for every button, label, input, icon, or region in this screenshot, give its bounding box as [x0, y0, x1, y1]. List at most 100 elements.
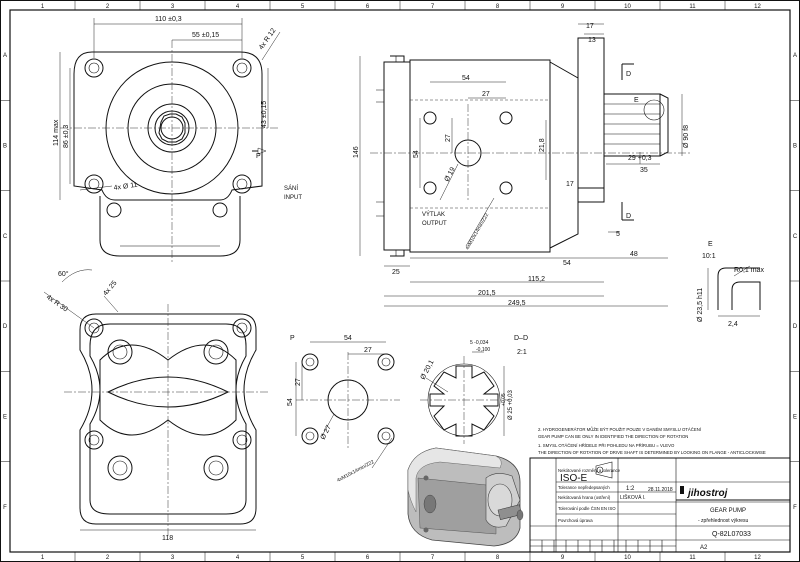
- note-1-en: THE DIRECTION OF ROTATION OF DRIVE SHAFT…: [538, 450, 766, 455]
- tb-title-en: GEAR PUMP: [710, 508, 746, 514]
- dim-29: 29 +0,3: [628, 155, 652, 162]
- border-row-label: D: [793, 324, 798, 330]
- detail-e-dia-23-5: Ø 23,5 h11: [697, 288, 704, 322]
- side-view: [359, 23, 690, 307]
- tb-title-cz: - zpřehlednost výkresu: [698, 518, 749, 524]
- tb-small-4: Tolerování podle ČSN EN ISO: [558, 506, 616, 511]
- border-col-label: 4: [236, 555, 240, 561]
- section-dd-key-5: 5 -0,034: [470, 340, 489, 346]
- border-col-label: 8: [496, 4, 500, 10]
- section-dd-scale: 2:1: [517, 349, 527, 356]
- border-row-label: F: [793, 505, 797, 511]
- border-col-label: 2: [106, 555, 110, 561]
- dim-height-86: 86 ±0,3: [63, 125, 70, 148]
- dim-port-54: 54: [462, 75, 470, 82]
- border-row-label: D: [3, 324, 8, 330]
- tb-small-1: Nekótované rozměry a tolerance: [558, 468, 621, 473]
- section-dd-dia-25: Ø 25 +0,03: [508, 389, 514, 420]
- detail-e-title: E: [708, 241, 713, 248]
- detail-e-2-4: 2,4: [728, 321, 738, 328]
- border-col-label: 12: [754, 555, 761, 561]
- label-outlet-en: OUTPUT: [422, 221, 447, 227]
- border-col-label: 7: [431, 555, 435, 561]
- section-dd-key-tol: -0,100: [476, 347, 490, 353]
- dim-holes-4x11: 4x Ø 11: [113, 182, 138, 192]
- tb-sheet-size: A2: [700, 545, 708, 551]
- tb-small-5: Povrchová úprava: [558, 518, 593, 523]
- border-col-label: 11: [689, 4, 696, 10]
- note-2-en: GEAR PUMP CAN BE ONLY IN IDENTIFIED THE …: [538, 434, 688, 439]
- label-inlet-en: INPUT: [284, 195, 302, 201]
- border-col-label: 8: [496, 555, 500, 561]
- section-mark-d-bottom: D: [626, 213, 631, 220]
- border-col-label: 9: [561, 4, 565, 10]
- dim-height-43: 43 ±0,15: [261, 101, 268, 128]
- dim-5: 5: [616, 231, 620, 238]
- dim-port-v-54: 54: [413, 150, 420, 158]
- label-p-front: P: [256, 153, 261, 160]
- section-mark-d-top: D: [626, 71, 631, 78]
- dim-port-v-27: 27: [445, 134, 452, 142]
- section-dd-dia-25-tol: +0,05: [501, 393, 507, 406]
- border-col-label: 12: [754, 4, 761, 10]
- border-col-label: 9: [561, 555, 565, 561]
- label-inlet-cz: SÁNÍ: [284, 185, 298, 192]
- border-row-label: C: [793, 234, 798, 240]
- border-col-label: 10: [624, 4, 631, 10]
- detail-e-scale: 10:1: [702, 253, 716, 260]
- front-view: [59, 18, 281, 262]
- tb-author: LIŠKOVÁ I.: [620, 494, 646, 501]
- section-d-d: [420, 351, 510, 444]
- dim-54-bottom: 54: [563, 260, 571, 267]
- border-col-label: 11: [689, 555, 696, 561]
- section-dd-title: D–D: [514, 335, 528, 342]
- border-col-label: 3: [171, 4, 175, 10]
- border-col-label: 6: [366, 555, 370, 561]
- border-col-label: 5: [301, 4, 305, 10]
- port-view-label-p: P: [290, 335, 295, 342]
- port-dim-v-54: 54: [287, 398, 294, 406]
- tb-scale: 1:2: [626, 486, 635, 492]
- detail-e-radius: R0,1 max: [734, 267, 764, 274]
- port-dim-v-27: 27: [295, 378, 302, 386]
- dim-height-146: 146: [353, 146, 360, 158]
- tb-iso: ISO-E: [560, 473, 588, 484]
- border-col-label: 7: [431, 4, 435, 10]
- port-view-p: [295, 341, 400, 469]
- tb-drawing-number: Q-82L07033: [712, 531, 751, 538]
- company-logo: jihostroj: [686, 488, 728, 499]
- tb-date: 28.11.2018: [648, 487, 673, 493]
- label-outlet-cz: VÝTLAK: [422, 211, 445, 218]
- border-col-label: 1: [41, 555, 45, 561]
- border-row-label: E: [793, 415, 797, 421]
- border-col-label: 1: [41, 4, 45, 10]
- border-row-label: B: [793, 144, 797, 150]
- border-col-label: 5: [301, 555, 305, 561]
- dim-angle-60: 60°: [58, 270, 69, 278]
- border-row-label: F: [3, 505, 7, 511]
- iso-3d-view: [407, 447, 524, 547]
- dim-115-2: 115,2: [528, 276, 545, 283]
- dim-25: 25: [392, 269, 400, 276]
- border-col-label: 10: [624, 555, 631, 561]
- dim-flange-17: 17: [586, 23, 594, 30]
- dim-flange-13: 13: [588, 37, 596, 44]
- border-row-label: B: [3, 144, 7, 150]
- tb-small-3: Nekótovaná hrana (ostření): [558, 495, 611, 500]
- border-row-label: A: [3, 53, 7, 59]
- detail-mark-e: E: [634, 97, 639, 104]
- border-col-label: 6: [366, 4, 370, 10]
- dim-201-5: 201,5: [478, 290, 496, 297]
- border-col-label: 2: [106, 4, 110, 10]
- note-1-cz: 1. SMYSL OTÁČENÍ HŘÍDELE PŘI POHLEDU NA …: [538, 443, 675, 448]
- border-row-label: E: [3, 415, 7, 421]
- title-block: [529, 457, 791, 553]
- dim-width-118: 118: [162, 535, 173, 542]
- detail-e-view: [707, 265, 761, 317]
- border-row-label: A: [793, 53, 797, 59]
- dim-height-114max: 114 max: [53, 119, 60, 146]
- dim-width-110: 110 ±0,3: [155, 16, 182, 23]
